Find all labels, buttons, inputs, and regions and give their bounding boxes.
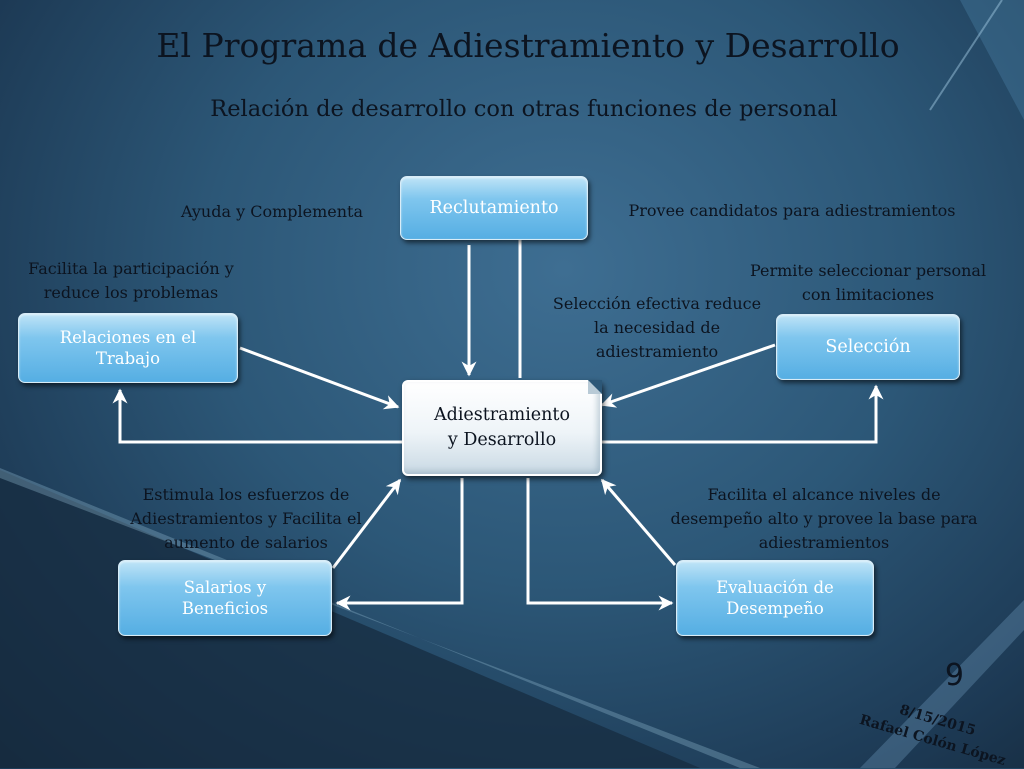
node-evaluacion-label-line1: Evaluación de [716, 577, 834, 597]
note-facilita-participacion-line2: reduce los problemas [43, 283, 219, 302]
note-permite-line2: con limitaciones [801, 285, 935, 304]
node-reclutamiento: Reclutamiento [400, 176, 588, 240]
note-permite-seleccionar: Permite seleccionar personal con limitac… [716, 259, 1020, 307]
note-facilita-alcance: Facilita el alcance niveles de desempeño… [640, 483, 1008, 555]
note-seleccion-efectiva-line2: la necesidad de [593, 318, 721, 337]
note-estimula-line2: Adiestramientos y Facilita el [130, 509, 362, 528]
note-seleccion-efectiva: Selección efectiva reduce la necesidad d… [530, 292, 784, 364]
background-bottom-right-band [860, 600, 1024, 768]
note-facilita-alcance-line1: Facilita el alcance niveles de [707, 485, 941, 504]
note-permite-line1: Permite seleccionar personal [749, 261, 987, 280]
node-salarios-label-line1: Salarios y [183, 577, 267, 597]
note-facilita-alcance-line2: desempeño alto y provee la base para [670, 509, 978, 528]
node-salarios-beneficios: Salarios y Beneficios [118, 560, 332, 636]
arrow-seleccion-to-center [600, 343, 776, 408]
arrow-center-to-evaluacion [526, 478, 674, 611]
note-seleccion-efectiva-line1: Selección efectiva reduce [552, 294, 762, 313]
note-estimula-line3: aumento de salarios [164, 533, 328, 552]
center-label-line1: Adiestramiento [434, 404, 570, 425]
note-ayuda-complementa: Ayuda y Complementa [180, 202, 364, 221]
note-seleccion-efectiva-line3: adiestramiento [595, 342, 719, 361]
note-facilita-participacion: Facilita la participación y reduce los p… [6, 257, 256, 305]
background-corner-line [929, 0, 1003, 111]
folded-corner [588, 380, 602, 394]
background-dark-band [0, 470, 700, 768]
arrow-evaluacion-to-center [600, 478, 677, 566]
node-seleccion: Selección [776, 314, 960, 380]
node-relaciones-label-line2: Trabajo [95, 349, 161, 368]
note-facilita-alcance-line3: adiestramientos [758, 533, 890, 552]
note-estimula-esfuerzos: Estimula los esfuerzos de Adiestramiento… [96, 483, 396, 555]
node-adiestramiento-desarrollo: Adiestramiento y Desarrollo [402, 380, 602, 476]
arrow-salarios-to-center [331, 478, 402, 569]
node-seleccion-label: Selección [825, 336, 911, 357]
slide-title: El Programa de Adiestramiento y Desarrol… [156, 26, 900, 65]
note-estimula-line1: Estimula los esfuerzos de [142, 485, 350, 504]
arrow-center-to-seleccion [602, 384, 884, 444]
arrow-relaciones-to-center [239, 346, 400, 410]
slide-number: 9 [944, 658, 964, 693]
note-facilita-participacion-line1: Facilita la participación y [28, 259, 234, 278]
background-corner-band [960, 0, 1024, 120]
arrow-center-to-salarios [335, 478, 464, 611]
node-salarios-label-line2: Beneficios [181, 599, 269, 618]
center-label-line2: y Desarrollo [447, 430, 557, 450]
arrow-center-to-relaciones [112, 388, 402, 444]
node-reclutamiento-label: Reclutamiento [429, 197, 559, 218]
node-evaluacion-label-line2: Desempeño [726, 599, 824, 618]
node-evaluacion-desempeno: Evaluación de Desempeño [676, 560, 874, 636]
note-provee-candidatos: Provee candidatos para adiestramientos [628, 201, 956, 220]
slide-subtitle: Relación de desarrollo con otras funcion… [210, 96, 838, 122]
node-relaciones-trabajo: Relaciones en el Trabajo [18, 313, 238, 383]
node-relaciones-label-line1: Relaciones en el [59, 327, 197, 347]
